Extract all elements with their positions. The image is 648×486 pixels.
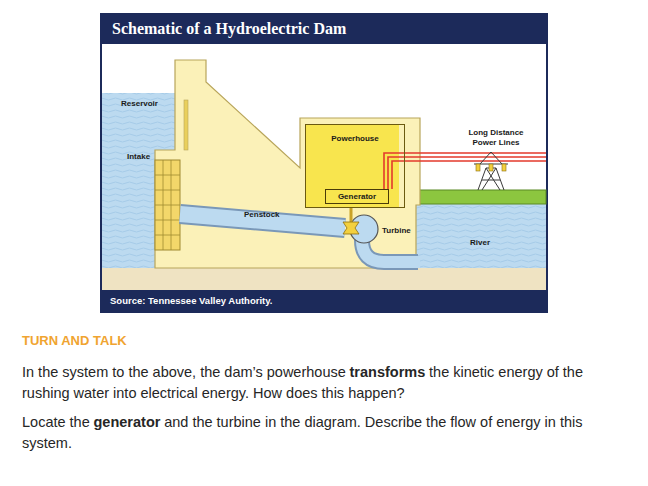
frame [101,14,547,312]
reservoir-waves [102,93,182,273]
intake-grille [155,160,180,250]
node-label: Powerhouse [306,134,404,143]
part-label: Long Distance Power Lines [462,128,530,148]
power-lines [384,153,546,189]
river-water [416,203,546,273]
paragraph: In the system to the above, the dam’s po… [22,362,628,404]
paragraph-text: In the system to the above, the dam’s po… [22,364,346,380]
gate-slot [184,100,188,150]
tower-insulators [476,164,506,171]
river-waves [416,203,546,273]
part-label: Intake [127,152,150,161]
source-bar [101,290,547,312]
part-label: Reservoir [121,99,158,108]
title-bar [101,14,547,44]
tailrace-water [362,240,420,262]
dam-body [155,60,420,268]
reservoir-water [102,93,182,273]
paragraph: Locate thegeneratorand the turbine in th… [22,412,628,454]
bold-term: transforms [350,364,426,380]
river-bank [418,190,546,204]
node-label: Generator [326,192,388,201]
part-label: Turbine [382,226,411,235]
part-label: Penstock [244,210,280,219]
paragraph-text: Locate the [22,414,90,430]
section-heading: TURN AND TALK [22,333,127,348]
bold-term: generator [94,414,161,430]
part-label: River [470,238,490,247]
transmission-tower [474,152,508,190]
turbine-blades [343,222,359,234]
source-caption: Source: Tennessee Valley Authority. [110,295,272,306]
river-bed [102,268,546,290]
generator-box: Generator [325,189,389,204]
diagram-title: Schematic of a Hydroelectric Dam [112,20,346,38]
powerhouse-box: PowerhouseGenerator [305,124,405,208]
intake-bars [155,160,180,250]
